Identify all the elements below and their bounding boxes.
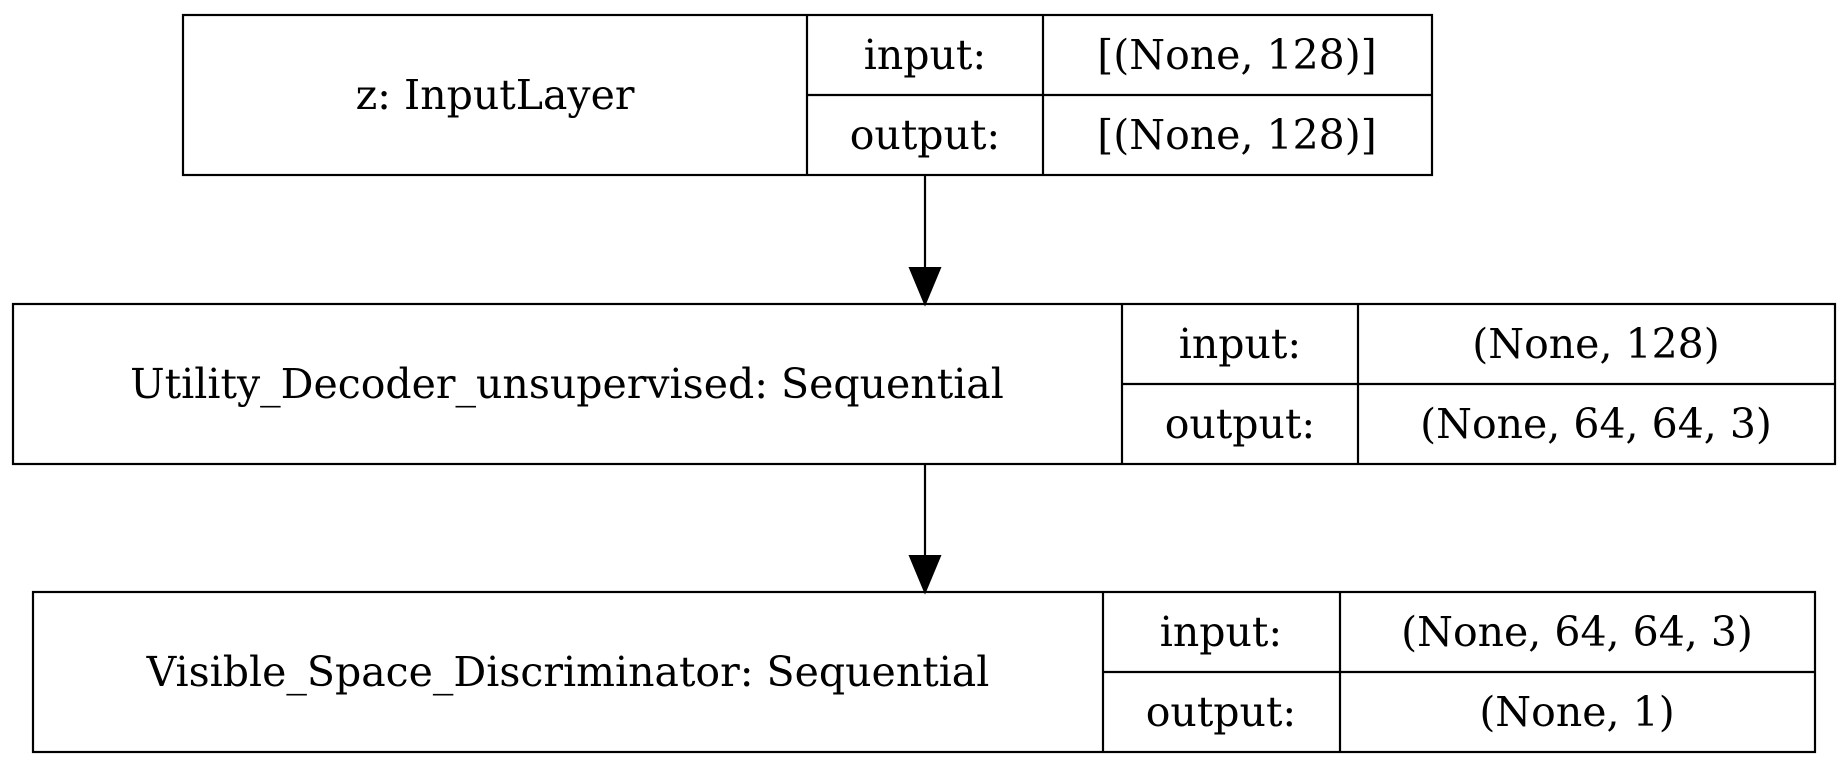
edge-utility-decoder-to-discriminator <box>908 464 942 595</box>
input-label: input: <box>1160 608 1282 656</box>
output-label: output: <box>1146 688 1297 736</box>
output-shape: (None, 1) <box>1479 688 1674 736</box>
output-label: output: <box>1165 400 1316 448</box>
arrowhead-icon <box>908 267 942 307</box>
node-title: Visible_Space_Discriminator: Sequential <box>146 648 990 696</box>
output-shape: [(None, 128)] <box>1097 111 1377 159</box>
arrowhead-icon <box>908 555 942 595</box>
node-title: Utility_Decoder_unsupervised: Sequential <box>130 360 1004 408</box>
input-shape: (None, 128) <box>1472 320 1720 368</box>
output-label: output: <box>850 111 1001 159</box>
input-label: input: <box>1179 320 1301 368</box>
input-shape: (None, 64, 64, 3) <box>1401 608 1753 656</box>
input-label: input: <box>864 31 986 79</box>
node-visible-space-discriminator: Visible_Space_Discriminator: Sequential … <box>31 590 1817 754</box>
output-shape: (None, 64, 64, 3) <box>1420 400 1772 448</box>
edge-z-to-utility-decoder <box>908 175 942 307</box>
node-z-inputlayer: z: InputLayer input: output: [(None, 128… <box>181 13 1434 177</box>
node-title: z: InputLayer <box>356 71 635 119</box>
input-shape: [(None, 128)] <box>1097 31 1377 79</box>
node-utility-decoder: Utility_Decoder_unsupervised: Sequential… <box>11 302 1837 466</box>
